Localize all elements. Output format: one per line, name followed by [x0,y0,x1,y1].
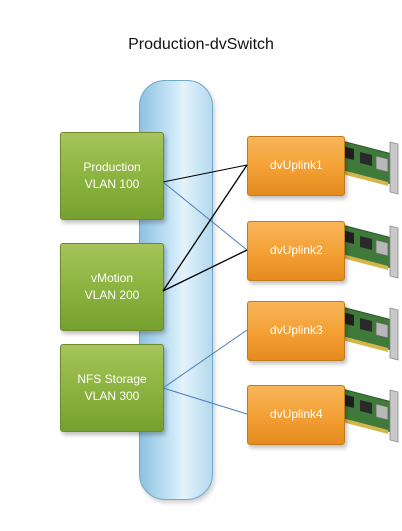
uplink-box-4: dvUplink4 [247,385,345,445]
uplink-box-2: dvUplink2 [247,221,345,281]
uplink-label: dvUplink2 [270,243,323,257]
network-card-icon [337,387,399,443]
port-group-vlan: VLAN 300 [84,389,140,403]
port-group-vlan: VLAN 200 [84,288,140,302]
port-group-name: Production [83,160,141,174]
link-vmotion-uplink2 [162,249,248,292]
port-group-name: NFS Storage [77,372,147,386]
port-group-name: vMotion [90,271,134,285]
uplink-label: dvUplink4 [270,407,323,421]
link-production-uplink2 [162,181,248,251]
link-production-uplink1 [162,164,248,183]
link-vmotion-uplink1 [162,164,248,292]
uplink-box-1: dvUplink1 [247,136,345,196]
port-group-nfs-storage: NFS Storage VLAN 300 [60,344,164,432]
port-group-production: Production VLAN 100 [60,132,164,220]
link-nfs-uplink4 [162,387,248,415]
uplink-label: dvUplink3 [270,323,323,337]
uplink-box-3: dvUplink3 [247,301,345,361]
port-group-vlan: VLAN 100 [84,177,140,191]
network-card-icon [337,223,399,279]
link-nfs-uplink3 [162,329,248,389]
diagram-title: Production-dvSwitch [128,36,274,53]
uplink-label: dvUplink1 [270,158,323,172]
port-group-vmotion: vMotion VLAN 200 [60,243,164,331]
network-card-icon [337,139,399,195]
